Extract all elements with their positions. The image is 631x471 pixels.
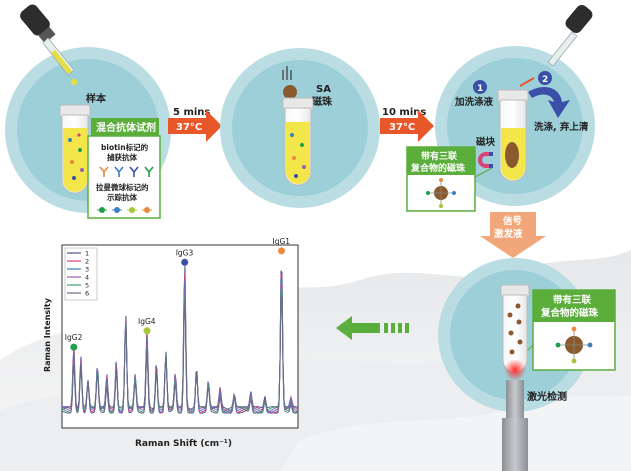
raman-line2: 示踪抗体 [106,192,137,202]
peak-label-igg4: IgG4 [138,317,156,326]
step4-panel: 激光检测 带有三联 复合物的磁珠 [438,258,616,471]
signal-line1: 信号 [503,215,523,227]
result-arrow [336,316,409,340]
incubation-arrow-2: 10 mins 37°C [380,107,434,142]
laser-spot-icon [504,359,526,381]
biotin-line1: biotin标记的 [101,142,149,152]
legend-label-6: 6 [85,290,89,298]
sample-label: 样本 [86,92,107,105]
complex-bead-icon [555,326,593,364]
arrow2-temp: 37°C [389,122,415,133]
reagent-label-box [91,118,159,136]
tracer-antibody-icons [97,207,152,213]
legend-label-1: 1 [85,250,89,258]
antibody-legend-box [87,135,161,219]
legend-label-5: 5 [85,282,89,290]
discard-arrow-icon [528,87,570,118]
laser-probe-icon [502,380,528,471]
dropper-icon [20,4,78,86]
legend-label-4: 4 [85,274,89,282]
legend-label-3: 3 [85,266,89,274]
chart-plot-area [61,244,299,429]
complex-line1: 带有三联 [553,294,592,306]
chart-legend-box [64,247,98,301]
dropper-icon [519,4,593,87]
complex-line1: 带有三联 [421,150,458,162]
laser-label: 激光检测 [527,390,567,403]
peak-label-igg1: IgG1 [273,237,291,246]
sa-line1: SA [316,84,331,95]
sa-line2: 磁珠 [312,95,333,108]
step-badge-2 [538,71,552,85]
chart-ylabel: Raman Intensity [43,297,52,372]
step2-panel: SA 磁珠 [220,48,380,208]
arrow2-time: 10 mins [382,107,426,118]
chart-xlabel: Raman Shift (cm⁻¹) [135,439,232,449]
step4-tube [500,284,530,373]
raman-line1: 拉曼微球标记的 [96,182,149,192]
peak-marker-igg2 [70,343,78,351]
step3-panel: 1 2 加洗涤液 洗涤, 弃上清 磁块 带有三联 复合物的磁珠 [406,4,595,212]
step-badge-1 [473,80,487,94]
signal-arrow: 信号 激发液 [480,212,546,258]
spectrum-line-3 [62,277,299,414]
step1-panel: 样本 混合抗体试剂 biotin标记的 捕获抗体 拉曼微球标记的 示踪抗体 [5,4,171,219]
spectrum-line-5 [61,288,299,414]
signal-line2: 激发液 [494,228,523,240]
legend-label-2: 2 [85,258,89,266]
complex-line2: 复合物的磁珠 [540,307,599,319]
complex-bead-icon [426,178,456,208]
wash-discard-label: 洗涤, 弃上清 [534,121,589,133]
peak-marker-igg4 [143,327,151,335]
peak-marker-igg3 [181,258,189,266]
incubation-arrow-1: 5 mins 37°C [168,107,222,142]
wash-add-label: 加洗涤液 [454,96,494,108]
biotin-line2: 捕获抗体 [107,152,137,162]
step-badge-1-text: 1 [477,84,483,94]
step2-tube [282,97,314,186]
arrow1-time: 5 mins [173,107,210,118]
step1-tube [59,104,91,194]
arrow1-temp: 37°C [176,122,202,133]
peak-marker-igg1 [278,247,285,255]
magnet-icon [478,152,493,168]
step-badge-2-text: 2 [542,75,548,85]
complex-line2: 复合物的磁珠 [410,162,466,174]
peak-label-igg2: IgG2 [65,333,83,342]
peak-label-igg3: IgG3 [176,248,194,257]
spectrum-line-6 [61,296,299,414]
magnetic-bead-icon [282,66,297,99]
magnet-label: 磁块 [476,136,496,148]
reagent-label: 混合抗体试剂 [96,121,156,134]
capture-antibody-icons [99,166,154,177]
step3-tube [497,89,529,182]
